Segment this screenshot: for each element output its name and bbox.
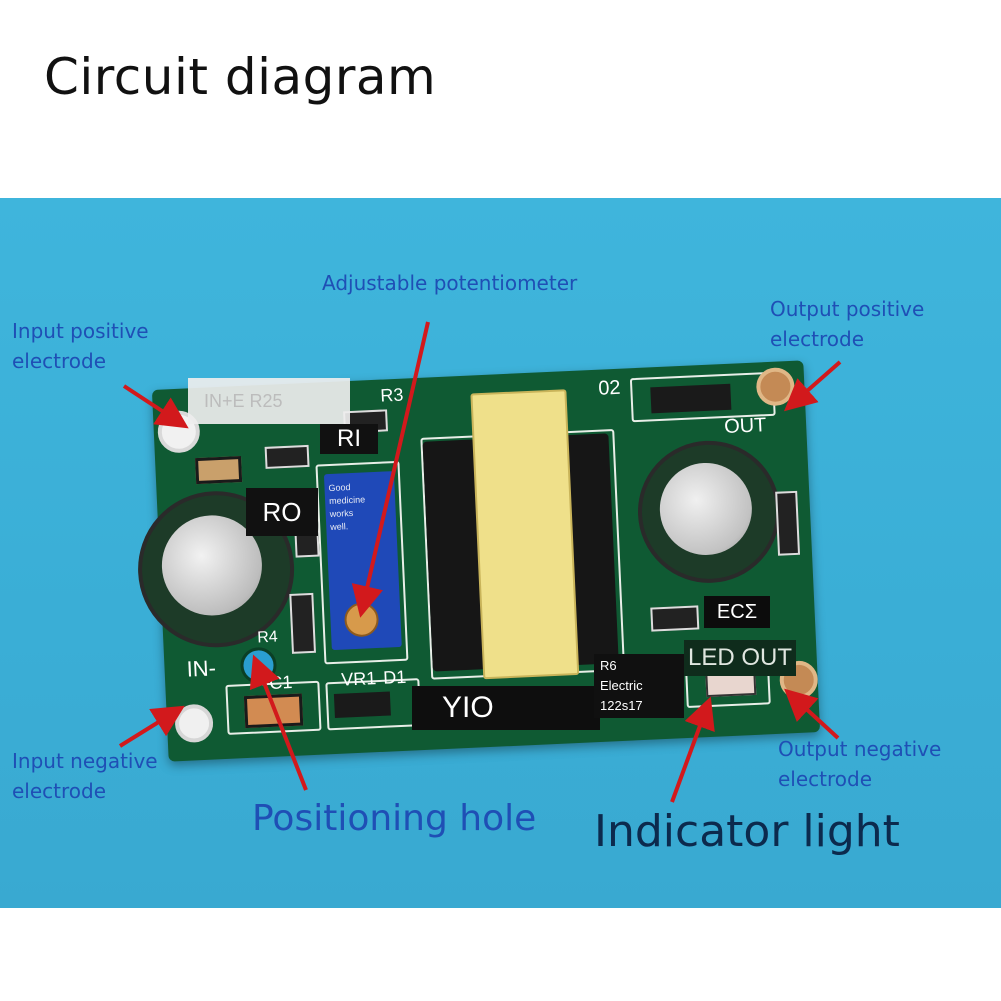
arrow-output-positive xyxy=(783,360,842,412)
label-in-plus-text: IN+E R25 xyxy=(204,391,283,411)
callout-input-positive: Input positive electrode xyxy=(12,316,149,376)
label-in-plus: IN+E R25 xyxy=(188,378,350,424)
label-ec2: ECΣ xyxy=(704,596,770,628)
callout-indicator-light: Indicator light xyxy=(594,806,900,857)
arrow-input-positive xyxy=(122,384,189,429)
callout-line: electrode xyxy=(12,349,107,373)
arrow-positioning-hole xyxy=(249,654,308,791)
callout-line: electrode xyxy=(770,327,865,351)
callout-output-positive: Output positive electrode xyxy=(770,294,924,354)
label-r6-line: R6 xyxy=(600,658,617,673)
label-led-out: LED OUT xyxy=(684,640,796,676)
label-yio-text: YIO xyxy=(442,691,494,724)
label-ro-text: RO xyxy=(262,497,302,527)
arrow-adjustable-potentiometer xyxy=(351,321,430,618)
arrow-indicator-light xyxy=(670,696,715,803)
label-ri: RI xyxy=(320,424,378,454)
callout-line: Output negative xyxy=(778,737,942,761)
arrow-output-negative xyxy=(784,688,840,740)
page-title: Circuit diagram xyxy=(44,48,437,106)
label-yio: YIO xyxy=(412,686,600,730)
label-led-out-text: LED OUT xyxy=(687,644,792,671)
callout-line: electrode xyxy=(778,767,873,791)
callout-input-negative: Input negative electrode xyxy=(12,746,158,806)
callout-output-negative: Output negative electrode xyxy=(778,734,941,794)
label-r6-line: 122s17 xyxy=(600,698,643,713)
label-r6-line: Electric xyxy=(600,678,643,693)
label-ec2-text: ECΣ xyxy=(716,601,758,623)
callout-line: Input negative xyxy=(12,749,158,773)
callout-positioning-hole: Positioning hole xyxy=(252,798,537,839)
arrow-input-negative xyxy=(118,705,185,748)
label-ro: RO xyxy=(246,488,318,536)
label-ri-text: RI xyxy=(337,425,361,452)
callout-line: electrode xyxy=(12,779,107,803)
callout-line: Input positive xyxy=(12,319,149,343)
label-r6: R6 Electric 122s17 xyxy=(594,654,684,718)
callout-line: Output positive xyxy=(770,297,925,321)
callout-adjustable-potentiometer: Adjustable potentiometer xyxy=(322,271,578,295)
